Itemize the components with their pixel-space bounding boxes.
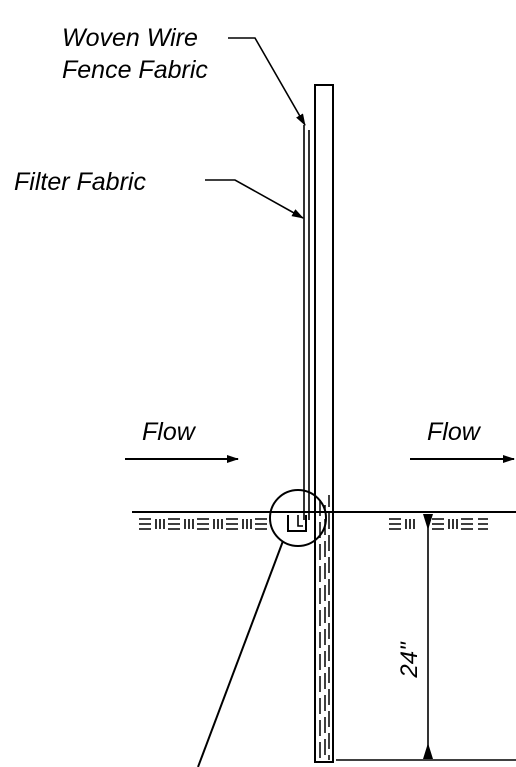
woven-wire-label-line1: Woven Wire: [62, 24, 198, 52]
depth-arrow-top: [423, 514, 433, 530]
filter-fabric-label: Filter Fabric: [14, 168, 146, 196]
detail-leader: [197, 540, 284, 767]
flow-label-left: Flow: [142, 418, 197, 446]
buried-post-dashes: [319, 495, 330, 760]
soil-hatch-right: [389, 518, 488, 530]
detail-circle: [269, 489, 327, 547]
soil-hatch-left: [139, 518, 267, 530]
fence-post: [314, 84, 334, 763]
woven-wire-label-line2: Fence Fabric: [62, 56, 208, 84]
fabric-trench: [287, 515, 307, 532]
depth-dimension-label: 24": [396, 641, 423, 679]
flow-label-right: Flow: [427, 418, 482, 446]
fabric-toe: [297, 515, 303, 527]
filter-fabric-leader: [205, 179, 304, 219]
woven-wire-leader: [228, 37, 306, 126]
depth-arrow-bottom: [423, 743, 433, 759]
